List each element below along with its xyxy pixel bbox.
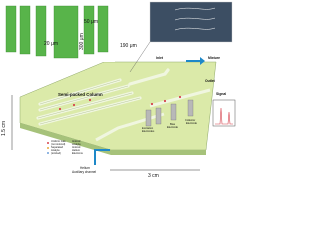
collector-label: Collector (185, 119, 196, 122)
bias-label: Bias (170, 123, 176, 126)
mixture-label: Mixture (208, 56, 221, 60)
inlet-label: Inlet (156, 56, 163, 60)
pillar-dim-300: 300 μm (79, 33, 85, 50)
signal-trace (215, 107, 233, 125)
pillar-array (5, 5, 109, 59)
bias-electrode-label: Electrode (167, 126, 178, 129)
signal-box (212, 99, 236, 127)
pillar-dim-20: 20 μm (44, 41, 58, 47)
electrodes-label: Electrodes (142, 130, 155, 133)
legend-ionized: (ionized) (51, 152, 61, 155)
legend-uniform-gas: Uniform Gas (51, 140, 66, 143)
helium-label: Helium (80, 166, 90, 170)
legend-separated: Separated (51, 146, 63, 149)
outlet-label: Outlet (205, 79, 215, 83)
excitation-electrode-1 (145, 109, 152, 127)
legend-analyte-2: Analyte (72, 143, 81, 146)
auxiliary-channel-label: Auxiliary channel (72, 170, 97, 174)
serpentine-channel-edge (37, 79, 141, 125)
diagram-canvas: 50 μm 20 μm 300 μm 190 μm Inlet Mixture … (1, 1, 236, 179)
ion-particles (47, 95, 182, 154)
pillar-dim-190: 190 μm (120, 43, 137, 49)
legend-analyte: Analyte (51, 149, 60, 152)
chip-front-edge (20, 123, 206, 155)
excitation-label: Excitation (142, 127, 154, 130)
collector-electrode (187, 99, 194, 117)
height-dimension: 1.5 cm (1, 120, 7, 136)
excitation-electrode-2 (155, 107, 162, 125)
column-label: Semi-packed Column (58, 92, 103, 97)
inlet-arrow (186, 57, 205, 65)
legend-not-ionized: (not ionized) (51, 143, 66, 146)
width-dimension: 3 cm (148, 173, 159, 179)
helium-arrow (94, 149, 110, 165)
inset-leader-line (129, 41, 151, 73)
legend-ionized-analyte: Ionized (72, 140, 81, 143)
electron-inset (149, 1, 233, 43)
chip-illustration (5, 1, 236, 171)
bias-electrode (170, 103, 177, 121)
legend-helium: Helium (72, 149, 81, 152)
legend-ionized-helium: Ionized (72, 146, 81, 149)
collector-electrode-label: Electrode (186, 122, 197, 125)
electron-paths (174, 7, 216, 31)
pillar-dim-50: 50 μm (84, 19, 98, 25)
signal-label: Signal (216, 92, 227, 96)
legend-electrons: Electrons (72, 152, 83, 155)
